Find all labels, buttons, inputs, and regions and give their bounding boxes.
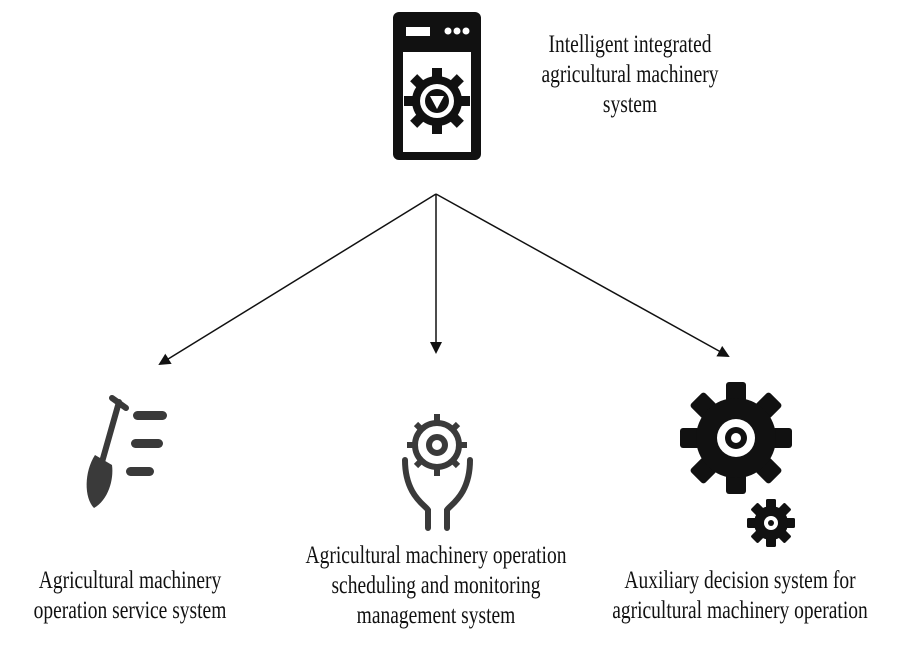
monitoring-label-line-2: scheduling and monitoring xyxy=(331,572,541,599)
gears-icon xyxy=(680,382,795,547)
service-label-line-1: Agricultural machinery xyxy=(38,567,222,594)
root-label-line-2: agricultural machinery xyxy=(541,61,719,88)
service-system-label: Agricultural machinery operation service… xyxy=(21,566,239,626)
monitoring-label-line-3: management system xyxy=(356,602,516,629)
service-label-line-2: operation service system xyxy=(33,597,227,624)
arrow-to-service-system xyxy=(158,193,437,366)
shovel-service-icon xyxy=(86,395,167,508)
arrow-to-decision-system xyxy=(435,193,730,357)
machinery-control-panel-icon xyxy=(393,12,481,160)
decision-label-line-1: Auxiliary decision system for xyxy=(624,567,856,594)
decision-system-label: Auxiliary decision system for agricultur… xyxy=(600,566,881,626)
root-label-line-1: Intelligent integrated xyxy=(548,31,712,58)
gear-in-hand-icon xyxy=(402,414,473,531)
monitoring-label-line-1: Agricultural machinery operation xyxy=(305,542,567,569)
monitoring-system-label: Agricultural machinery operation schedul… xyxy=(280,541,592,631)
root-label-line-3: system xyxy=(602,91,658,118)
decision-label-line-2: agricultural machinery operation xyxy=(612,597,868,624)
root-system-label: Intelligent integrated agricultural mach… xyxy=(521,30,739,120)
